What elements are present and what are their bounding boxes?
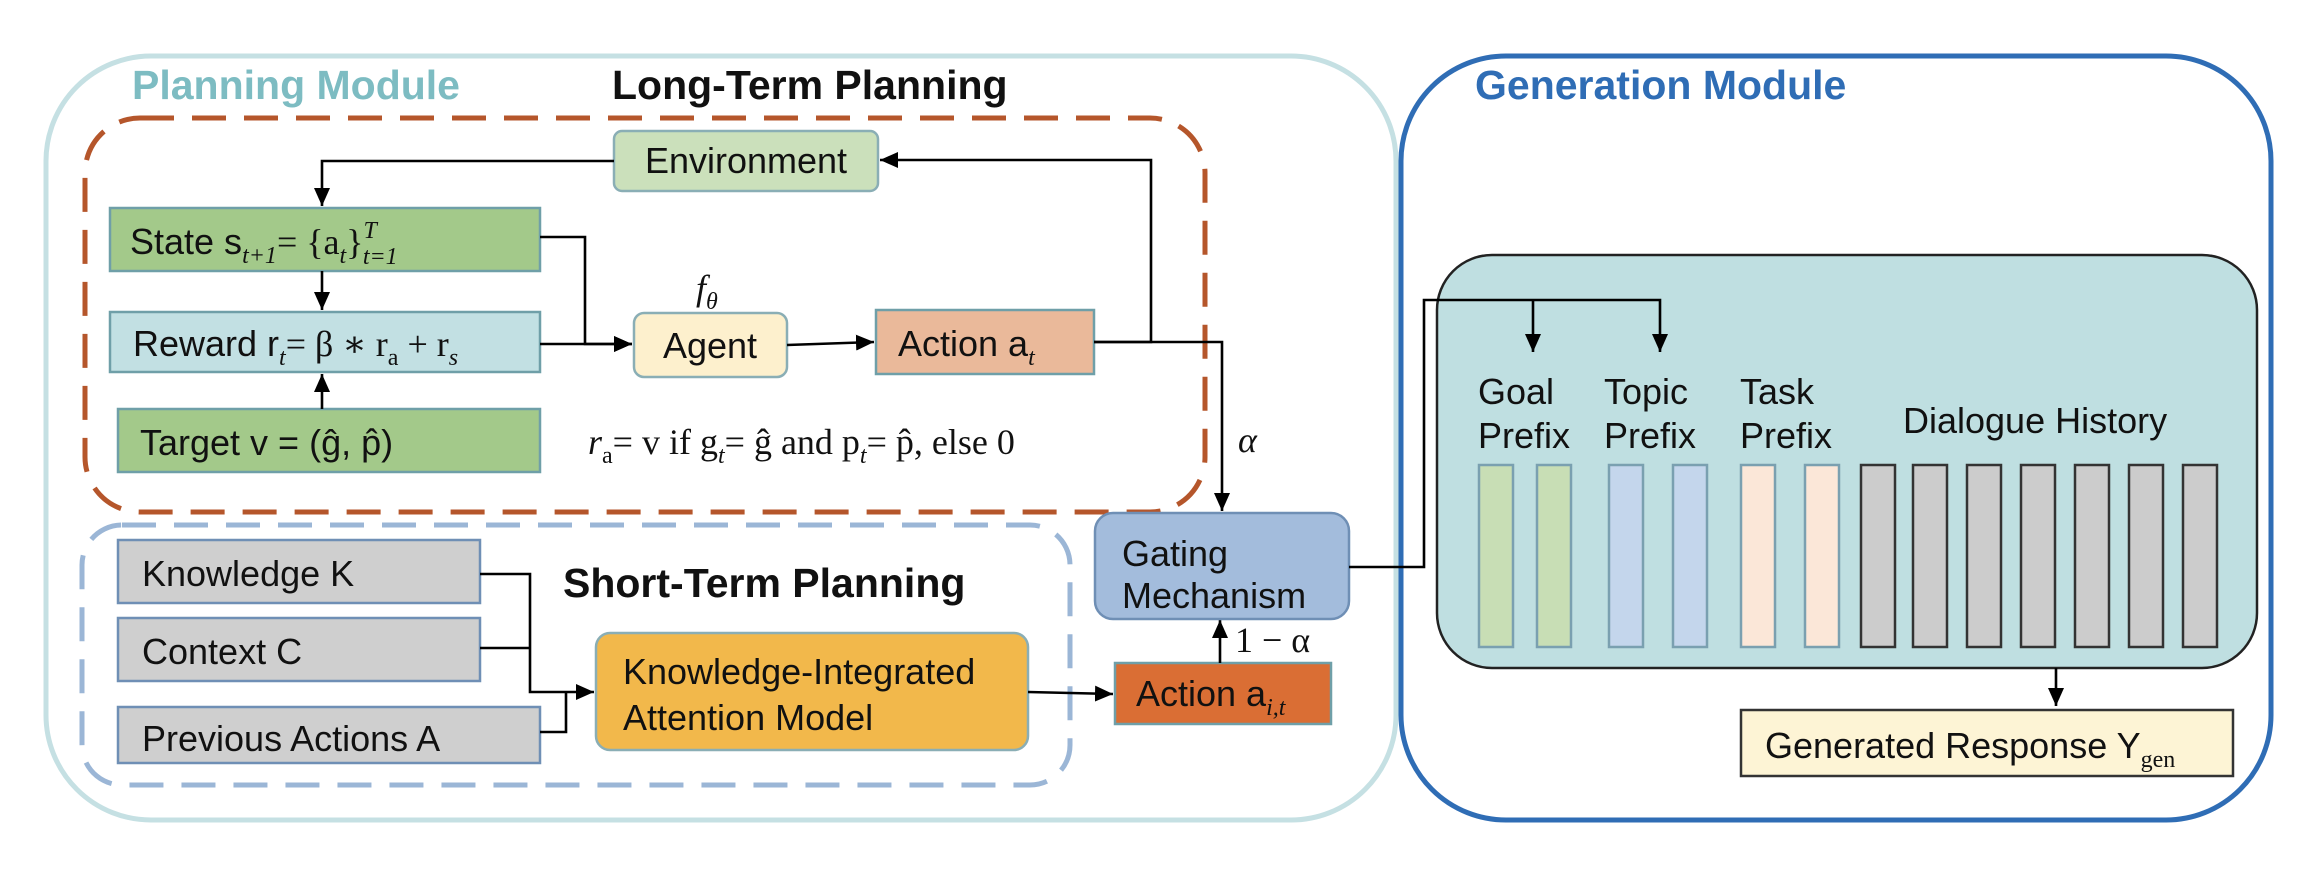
topic-prefix-token (1607, 463, 1645, 649)
previous-actions-to-model-edge (540, 692, 568, 734)
action-label: Action at (898, 323, 1036, 371)
planning-module-container (43, 53, 1399, 823)
env-to-state-edge (314, 159, 614, 206)
goal-prefix-label-2: Prefix (1478, 415, 1570, 456)
gating-to-prefix-edge (1349, 298, 1668, 569)
task-prefix-token (1803, 463, 1841, 649)
target-box (116, 407, 542, 474)
dialogue-history-token (2019, 463, 2057, 649)
short-term-planning-box (79, 522, 1073, 788)
short-term-action-label: Action ai,t (1136, 673, 1287, 721)
reward-box (108, 310, 542, 374)
context-label: Context C (142, 631, 302, 672)
knowledge-box (116, 538, 482, 605)
reward-text: Reward r (133, 323, 279, 364)
state-text: State s (130, 221, 242, 262)
target-label: Target v = (ĝ, p̂) (140, 422, 393, 463)
gating-line1: Gating (1122, 533, 1228, 574)
attention-model-box (594, 631, 1030, 752)
agent-to-action-edge (786, 334, 875, 351)
attention-model-line1: Knowledge-Integrated (623, 651, 975, 692)
topic-prefix-token (1671, 463, 1709, 649)
generation-module-container (1398, 53, 2274, 823)
task-prefix-token (1739, 463, 1777, 649)
dialogue-history-token (2127, 463, 2165, 649)
dialogue-history-token (1911, 463, 1949, 649)
action-box (874, 308, 1096, 376)
reward-label: Reward rt= β ∗ ra + rs (133, 323, 458, 371)
gating-line2: Mechanism (1122, 575, 1306, 616)
alpha-label: α (1238, 420, 1258, 460)
task-prefix-label-1: Task (1740, 371, 1815, 412)
dialogue-history-token (2181, 463, 2219, 649)
context-box (116, 616, 482, 683)
generation-module-title: Generation Module (1475, 62, 1846, 108)
environment-label: Environment (645, 140, 847, 181)
dialogue-history-token (1859, 463, 1897, 649)
agent-label: Agent (663, 325, 757, 366)
short-term-action-box (1113, 661, 1333, 726)
action-to-gating-edge (1094, 340, 1230, 511)
short-term-planning-title: Short-Term Planning (563, 560, 965, 606)
long-term-planning-box (82, 115, 1208, 515)
reward-rule: ra= v if gt= ĝ and pt= p̂, else 0 (588, 422, 1015, 469)
knowledge-label: Knowledge K (142, 553, 354, 594)
agent-parameter: fθ (696, 268, 718, 315)
goal-prefix-token (1535, 463, 1573, 649)
generated-response-label: Generated Response Ygen (1765, 725, 2175, 773)
dialogue-history-token (2073, 463, 2111, 649)
state-to-agent-edge (540, 235, 632, 352)
previous-actions-box (116, 705, 542, 765)
topic-prefix-label-2: Prefix (1604, 415, 1696, 456)
dialogue-history-label: Dialogue History (1903, 400, 2167, 441)
topic-prefix-label-1: Topic (1604, 371, 1688, 412)
previous-actions-label: Previous Actions A (142, 718, 440, 759)
attention-model-line2: Attention Model (623, 697, 873, 738)
model-to-action-edge (1027, 685, 1114, 702)
knowledge-to-model-edge (480, 572, 594, 700)
dialogue-history-token (1965, 463, 2003, 649)
generated-response-box (1739, 708, 2235, 778)
planning-module-title: Planning Module (132, 62, 460, 108)
goal-prefix-label-1: Goal (1478, 371, 1554, 412)
one-minus-alpha-label: 1 − α (1235, 620, 1310, 660)
goal-prefix-token (1477, 463, 1515, 649)
task-prefix-label-2: Prefix (1740, 415, 1832, 456)
state-box (108, 206, 542, 273)
long-term-planning-title: Long-Term Planning (612, 62, 1008, 108)
